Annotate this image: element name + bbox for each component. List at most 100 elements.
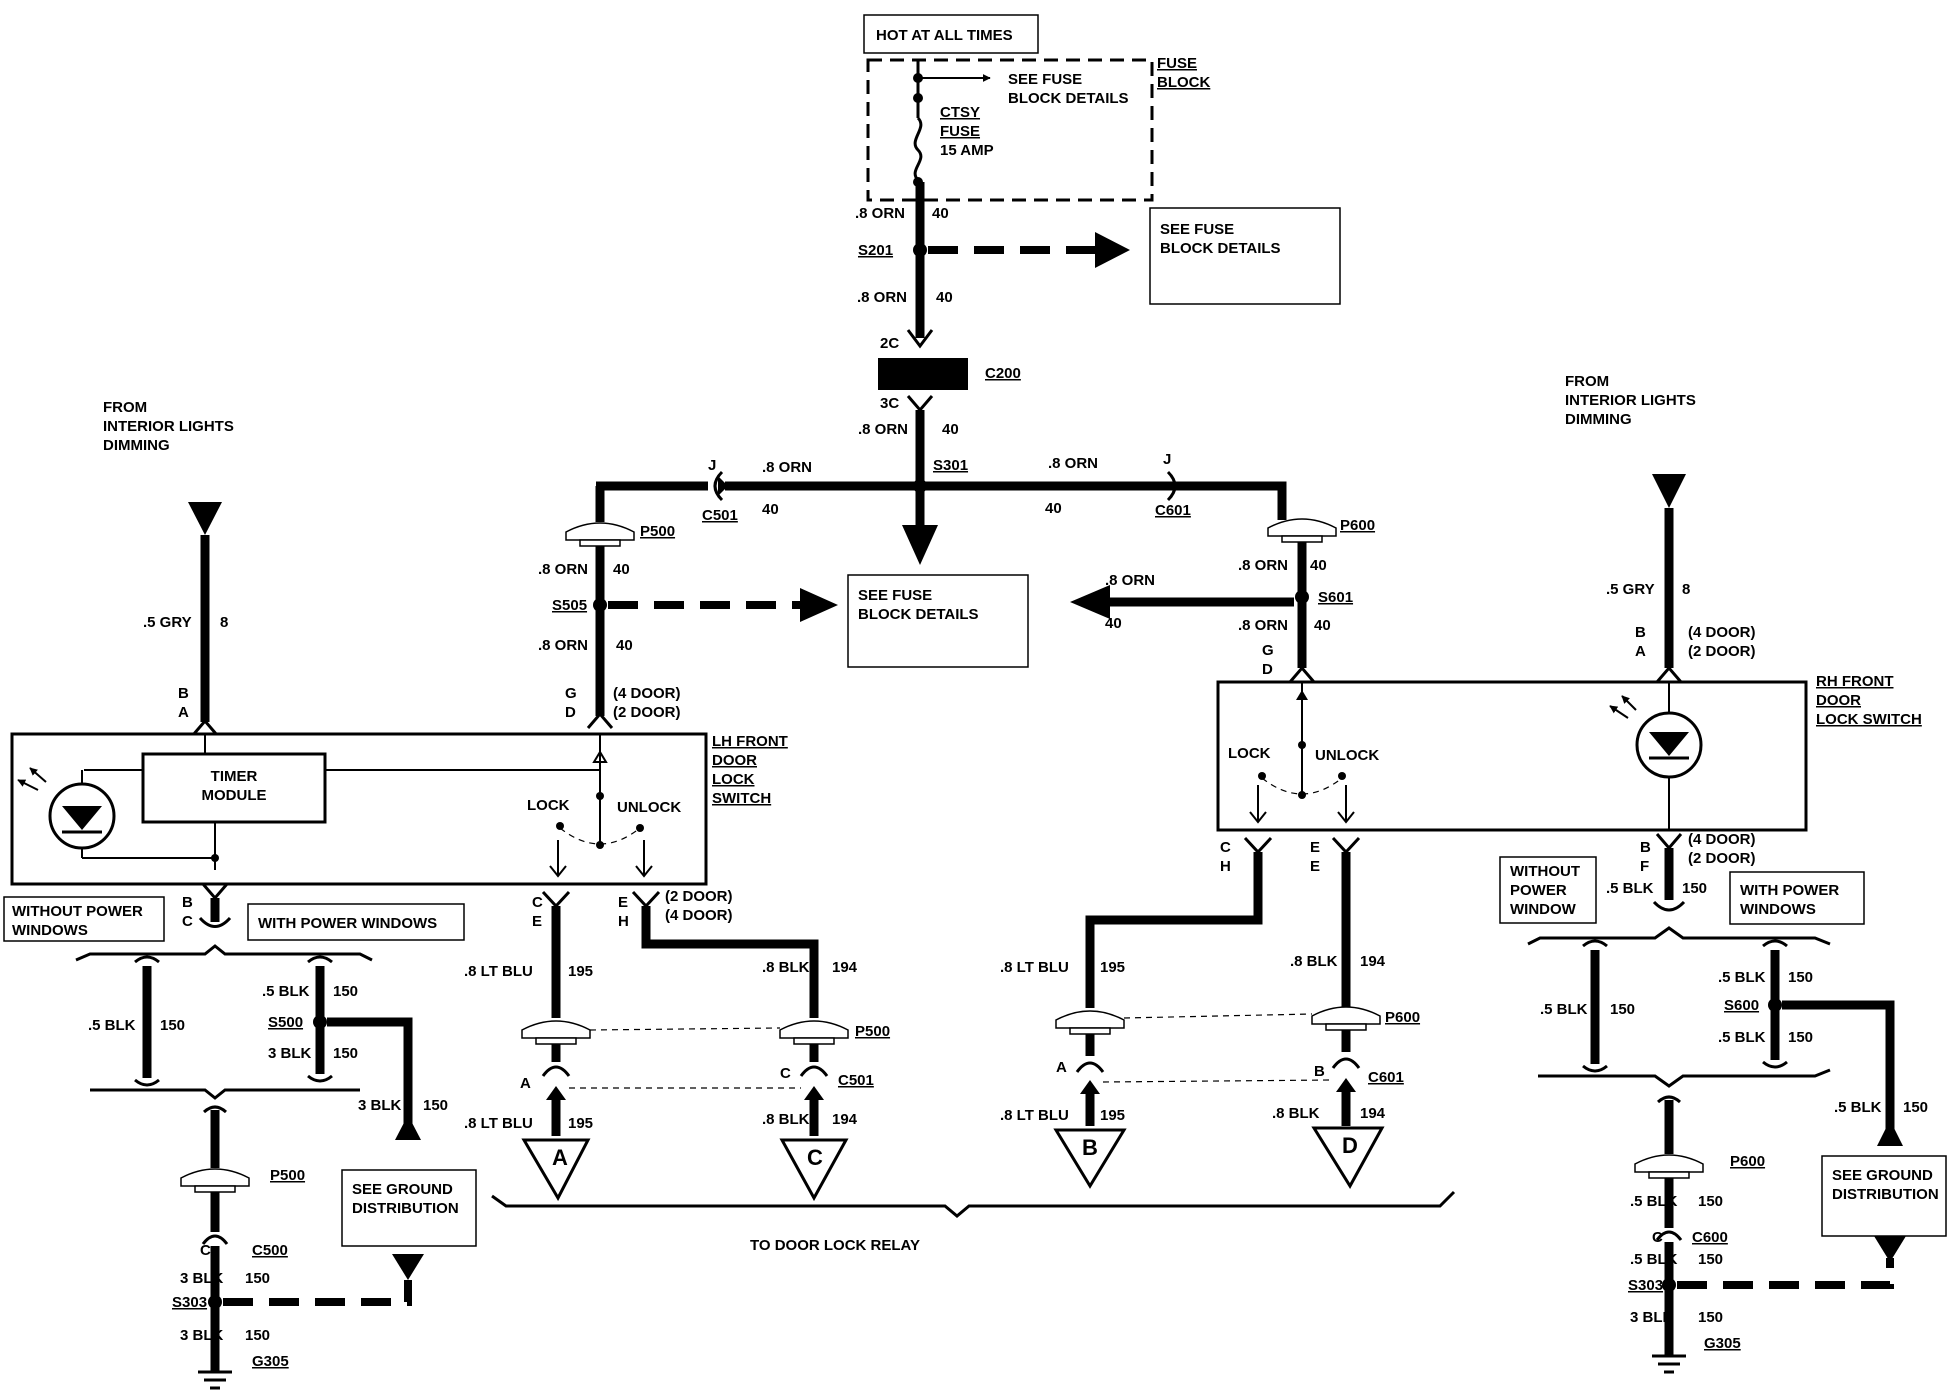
right-p600-lower-connector [1634, 1154, 1704, 1173]
left-two-door-label: (2 DOOR) [613, 704, 681, 721]
rh-led-light-ray-2 [1621, 695, 1637, 711]
left-without-pw-label-2: WINDOWS [12, 922, 88, 939]
lh-out-four-door: (4 DOOR) [665, 907, 733, 924]
rh-blk-p600-body [1325, 1023, 1367, 1031]
rh-out-pin-e2: E [1310, 858, 1320, 875]
right-out-two-door: (2 DOOR) [1688, 850, 1756, 867]
fuse-amp-label: 15 AMP [940, 142, 994, 159]
right-without-pw-label-3: WINDOW [1510, 901, 1577, 918]
c200-pin-3c-chevron [906, 395, 934, 413]
right-pin-d: D [1262, 661, 1273, 678]
rh-blk-c601-cap [1331, 1057, 1361, 1069]
lh-out-ce-chevron [541, 890, 571, 909]
right-out-pin-f: F [1640, 858, 1649, 875]
rh-ltblu-label-2: .8 LT BLU [1000, 1107, 1069, 1124]
hot-at-all-times-box [863, 14, 1039, 54]
p500-upper-label: P500 [640, 523, 675, 540]
left-see-ground-label-1: SEE GROUND [352, 1181, 453, 1198]
lh-c501-label: C501 [838, 1072, 874, 1089]
left-with-pw-150-label-2: 150 [333, 1045, 358, 1062]
lh-lock-contact [556, 822, 564, 830]
see-fuse-label-2: SEE FUSE [1160, 221, 1234, 238]
c601-right-wire [1182, 481, 1287, 520]
circuit-40-label-1: 40 [932, 205, 949, 222]
rh-p600-label: P600 [1385, 1009, 1420, 1026]
right-from-arrow [1652, 474, 1686, 508]
s600-ground-wire [1782, 1000, 1895, 1140]
c200-pin-2c-chevron [906, 329, 934, 349]
s301-arrow-head [902, 525, 938, 565]
right-with-pw-blk-label-1: .5 BLK [1718, 969, 1766, 986]
left-gry-label: .5 GRY [143, 614, 192, 631]
right-without-pw-box [1499, 856, 1597, 924]
s601-circuit-40: 40 [1105, 615, 1122, 632]
right-with-pw-label-1: WITH POWER [1740, 882, 1839, 899]
left-without-pw-blk-label: .5 BLK [88, 1017, 136, 1034]
rh-blk-label-2: .8 BLK [1272, 1105, 1320, 1122]
left-without-pw-label-1: WITHOUT POWER [12, 903, 143, 920]
right-from-label-3: DIMMING [1565, 411, 1632, 428]
rh-lock-output-arrow [1249, 811, 1267, 824]
left-ground-150-label-2: 150 [245, 1327, 270, 1344]
p500-circuit-40-2: 40 [616, 637, 633, 654]
left-four-door-label: (4 DOOR) [613, 685, 681, 702]
door-lock-relay-bracket [491, 1190, 1456, 1218]
p600-orn-label-1: .8 ORN [1238, 557, 1288, 574]
p600-orn-label-2: .8 ORN [1238, 617, 1288, 634]
c501-pin-j: J [708, 457, 716, 474]
right-blk-label: .5 BLK [1606, 880, 1654, 897]
left-from-label-3: DIMMING [103, 437, 170, 454]
p600-upper-connector-body [1281, 535, 1323, 543]
right-pin-b: B [1635, 624, 1646, 641]
lh-switch-label-2: DOOR [712, 752, 757, 769]
right-without-pw-cap-top [1582, 939, 1608, 948]
rh-unlock-label: UNLOCK [1315, 747, 1379, 764]
pin-3c-label: 3C [880, 395, 899, 412]
lh-unlock-label: UNLOCK [617, 799, 681, 816]
lh-pin-c: C [780, 1065, 791, 1082]
left-p500-lower-connector-body [194, 1185, 236, 1193]
left-pin-b2: B [182, 894, 193, 911]
right-blk-connector-icon [1652, 900, 1686, 912]
left-without-pw-150-label: 150 [160, 1017, 185, 1034]
c501-label: C501 [702, 507, 738, 524]
connector-b-label: B [1082, 1135, 1098, 1160]
p500-upper-connector-body [579, 539, 621, 547]
right-with-pw-150-label-2: 150 [1788, 1029, 1813, 1046]
s601-label: S601 [1318, 589, 1353, 606]
lh-ltblu-arrow [546, 1086, 566, 1100]
right-ground-150-label-1: 150 [1698, 1193, 1723, 1210]
right-pin-a: A [1635, 643, 1646, 660]
s303-right-label: S303 [1628, 1277, 1663, 1294]
rh-led-light-ray-1 [1609, 705, 1629, 719]
s600-ground-arrow [1877, 1120, 1903, 1146]
rh-switch-pivot [1298, 741, 1306, 749]
c600-pin-c: C [1652, 1229, 1663, 1246]
g305-left-label: G305 [252, 1353, 289, 1370]
circuit-40-label-c501: 40 [762, 501, 779, 518]
c600-label: C600 [1692, 1229, 1728, 1246]
c601-pin-j: J [1163, 451, 1171, 468]
right-with-pw-150-label-1: 150 [1788, 969, 1813, 986]
left-ground-blk-label-1: 3 BLK [180, 1270, 224, 1287]
fuse-block-label-1: FUSE [1157, 55, 1197, 72]
rh-unlock-output-arrow [1337, 811, 1355, 824]
left-without-pw-box [3, 896, 165, 942]
left-pin-gd-chevron [586, 711, 614, 729]
lh-out-pin-e2: E [618, 894, 628, 911]
timer-output-dot [211, 854, 219, 862]
connector-c-triangle [779, 1138, 849, 1202]
left-p500-lower-connector [180, 1168, 250, 1187]
c200-label: C200 [985, 365, 1021, 382]
orn-label-c501: .8 ORN [762, 459, 812, 476]
right-four-door-label: (4 DOOR) [1688, 624, 1756, 641]
left-see-ground-box [341, 1169, 477, 1247]
c501-arrow [718, 476, 728, 496]
lh-switch-label-4: SWITCH [712, 790, 771, 807]
fuse-block-label-2: BLOCK [1157, 74, 1210, 91]
lh-p500-label: P500 [855, 1023, 890, 1040]
rh-pin-b: B [1314, 1063, 1325, 1080]
rh-ltblu-label-1: .8 LT BLU [1000, 959, 1069, 976]
right-with-pw-cap-top [1762, 939, 1788, 948]
